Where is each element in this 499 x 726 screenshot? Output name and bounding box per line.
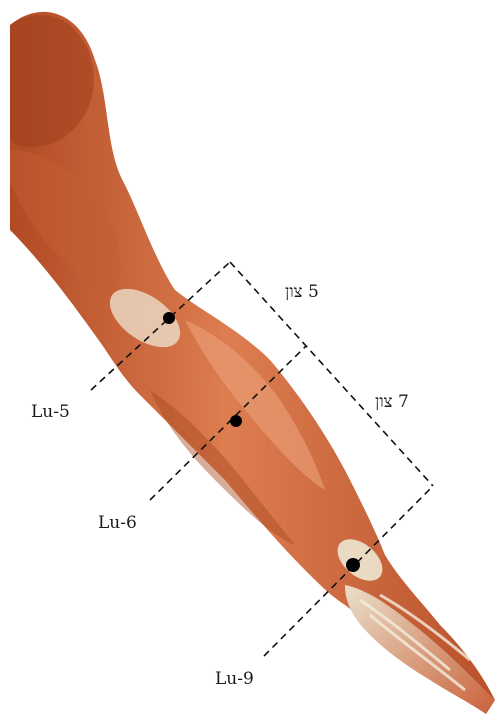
measure-upper-label: 5 צון: [285, 282, 319, 302]
label-lu9: Lu-9: [215, 669, 254, 689]
point-lu9: [346, 558, 360, 572]
point-lu6: [230, 415, 242, 427]
label-lu5: Lu-5: [31, 402, 70, 422]
label-lu6: Lu-6: [98, 513, 137, 533]
measure-lower-label: 7 צון: [375, 392, 409, 412]
point-lu5: [163, 312, 175, 324]
